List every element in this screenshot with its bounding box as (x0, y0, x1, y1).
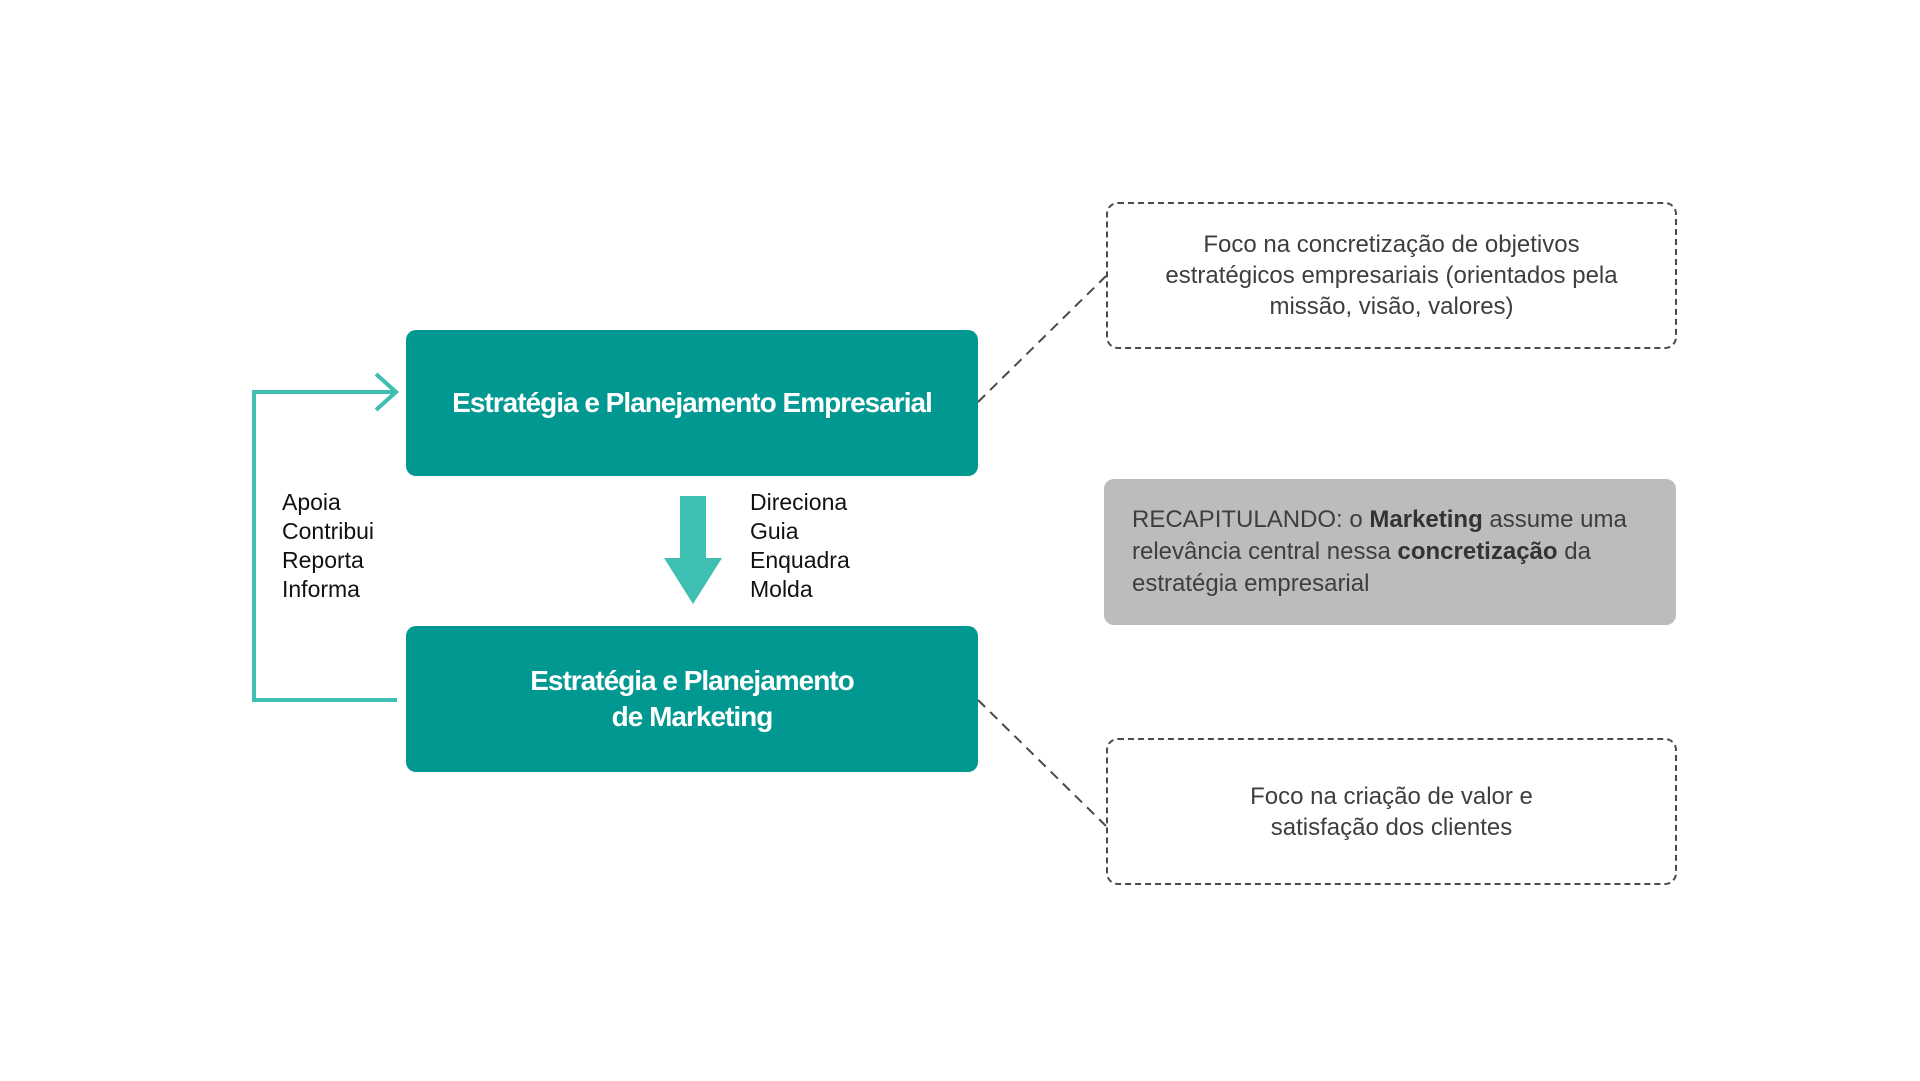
note-business-objectives-line1: Foco na concretização de objetivos (1203, 231, 1580, 258)
recap-line1: RECAPITULANDO: o Marketing assume uma (1132, 504, 1627, 536)
recap-suffix2: da (1557, 538, 1591, 565)
downward-label: Molda (750, 576, 813, 602)
dashed-connector-top (977, 275, 1107, 403)
note-business-objectives-line2: estratégicos empresariais (orientados pe… (1165, 262, 1618, 289)
feedback-arrow-line (252, 390, 397, 702)
recap-prefix2: relevância central nessa (1132, 538, 1398, 565)
downward-label: Enquadra (750, 547, 850, 573)
box-strategy-business-title: Estratégia e Planejamento Empresarial (452, 387, 933, 418)
note-business-objectives: Foco na concretização de objetivos estra… (1106, 202, 1677, 349)
dashed-connector-bottom (977, 699, 1107, 827)
box-strategy-marketing: Estratégia e Planejamento de Marketing (406, 626, 978, 772)
upward-label: Contribui (282, 518, 375, 544)
downward-label: Direciona (750, 489, 848, 515)
note-customer-value-line2: satisfação dos clientes (1270, 813, 1513, 841)
recap-line3: estratégia empresarial (1132, 570, 1370, 597)
recap-bold-concretizacao: concretização (1397, 538, 1558, 565)
note-customer-value-line1: Foco na criação de valor e (1250, 782, 1533, 810)
recap-prefix: RECAPITULANDO: o (1132, 506, 1370, 533)
downward-label: Guia (750, 518, 799, 544)
note-business-objectives-line3: missão, visão, valores) (1269, 293, 1514, 320)
downward-relation-labels: Direciona Guia Enquadra Molda (750, 488, 850, 604)
box-strategy-marketing-title-line1: Estratégia e Planejamento (530, 665, 855, 696)
recap-box: RECAPITULANDO: o Marketing assume uma re… (1104, 479, 1676, 625)
down-arrow-icon (664, 496, 722, 604)
upward-label: Informa (282, 576, 360, 602)
recap-suffix1: assume uma (1482, 506, 1627, 533)
upward-relation-labels: Apoia Contribui Reporta Informa (282, 488, 374, 604)
upward-label: Apoia (282, 489, 341, 515)
recap-bold-marketing: Marketing (1369, 506, 1483, 533)
box-strategy-business: Estratégia e Planejamento Empresarial (406, 330, 978, 476)
upward-label: Reporta (282, 547, 364, 573)
recap-line2: relevância central nessa concretização d… (1132, 536, 1627, 568)
box-strategy-marketing-title-line2: de Marketing (611, 701, 774, 732)
feedback-arrowhead-icon (374, 372, 399, 412)
note-customer-value: Foco na criação de valor e satisfação do… (1106, 738, 1677, 885)
